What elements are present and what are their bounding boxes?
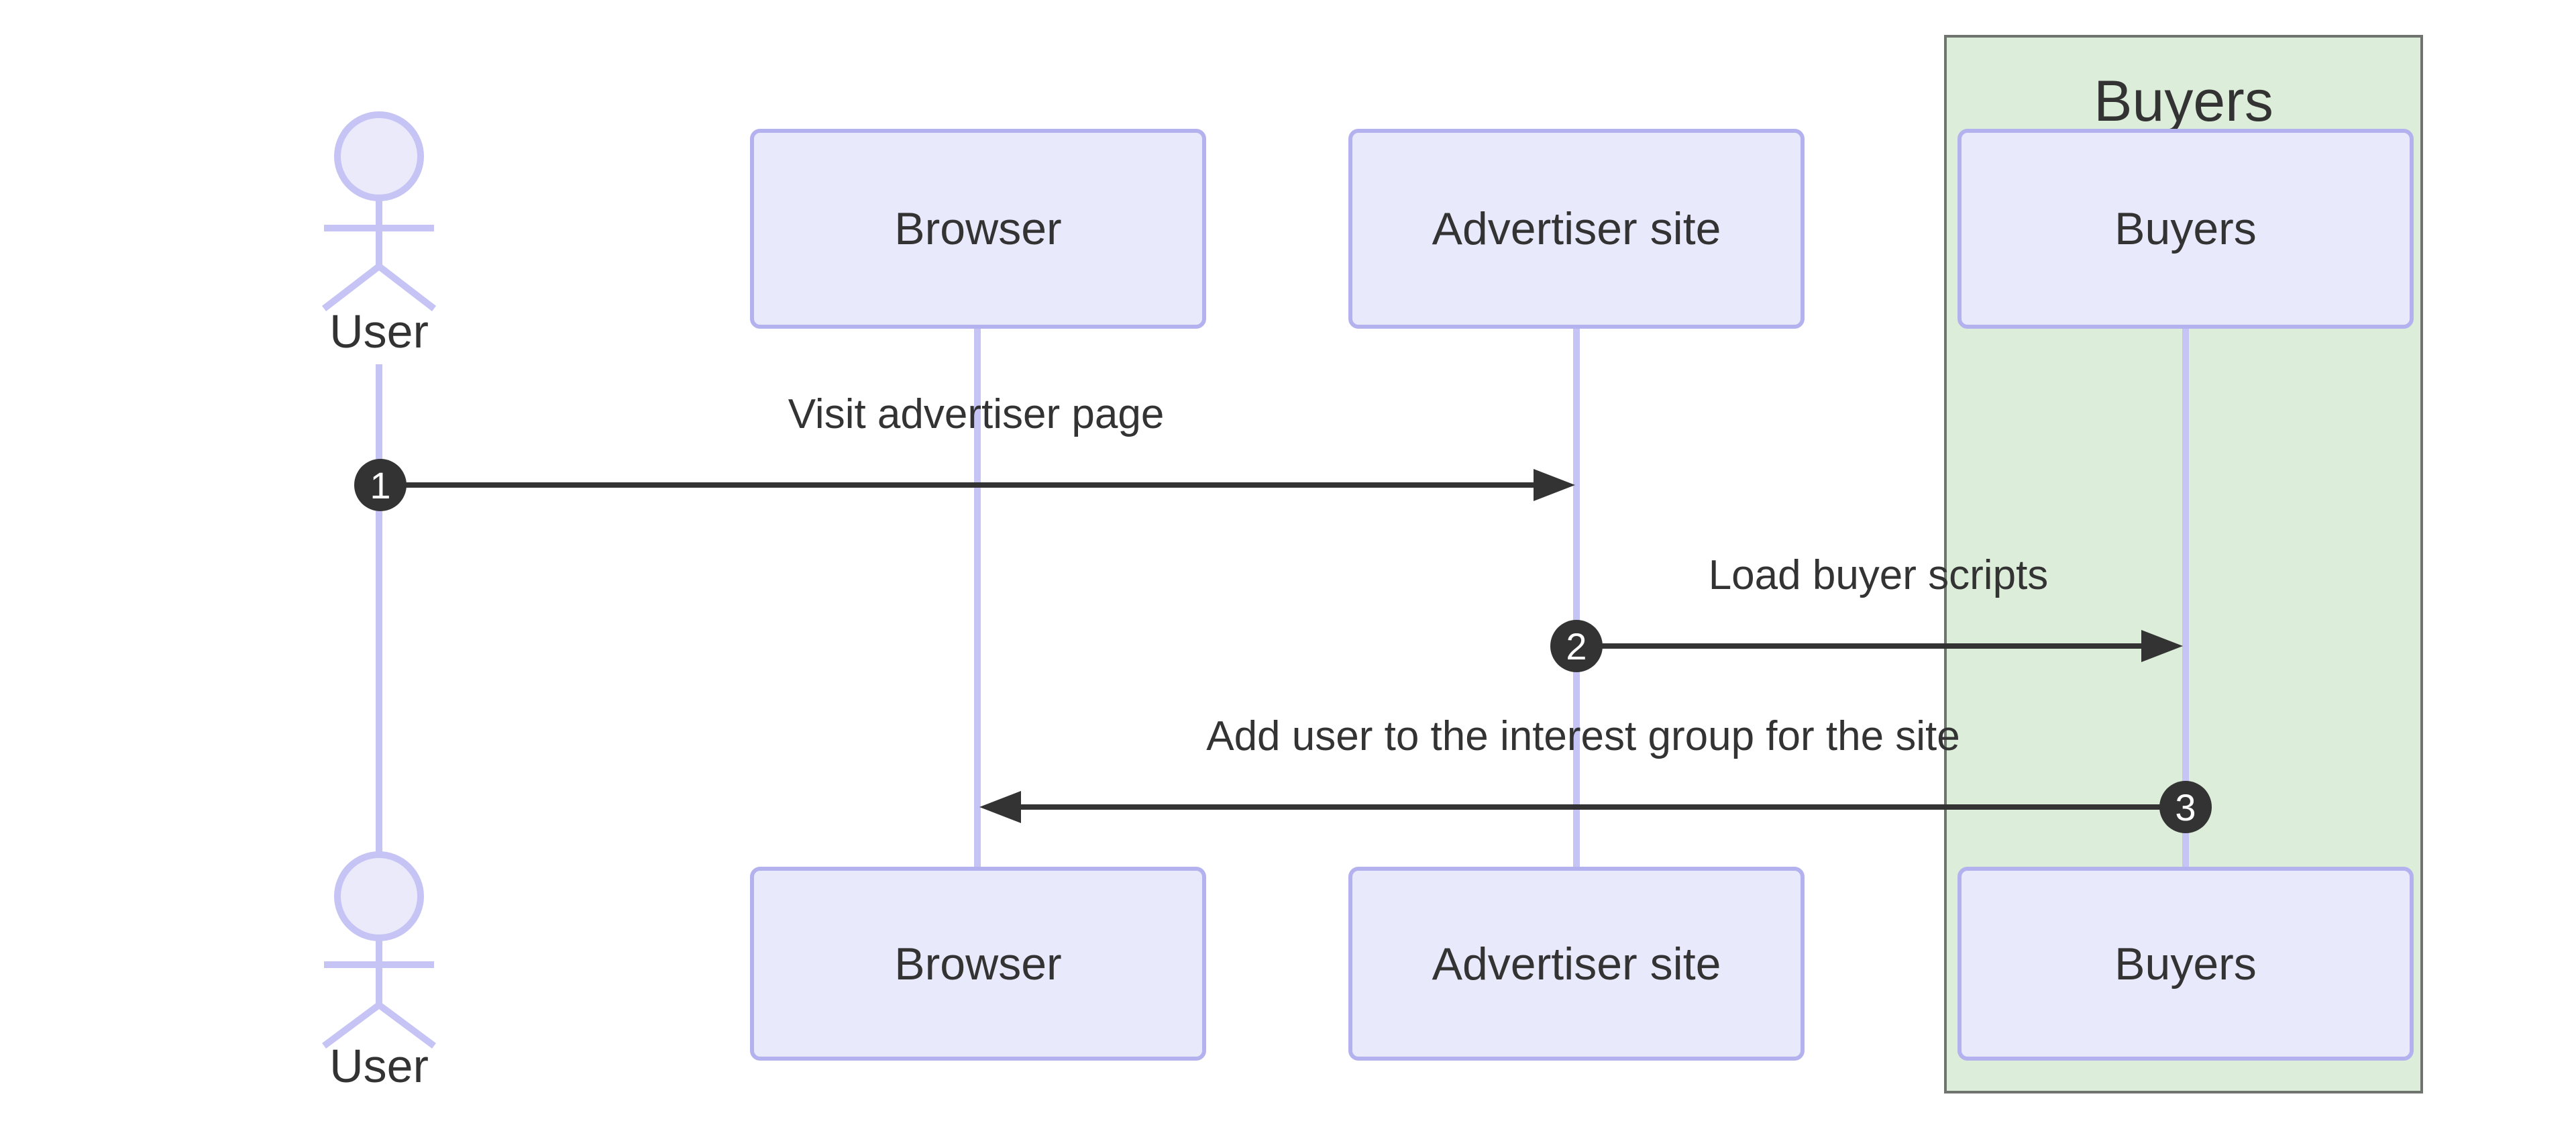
user-lifeline — [376, 364, 382, 852]
advertiser-site-participant-box-bottom: Advertiser site — [1348, 867, 1805, 1061]
browser-participant-label: Browser — [894, 203, 1062, 254]
arrowhead-right-icon — [1534, 469, 1575, 501]
message-3-label: Add user to the interest group for the s… — [1206, 713, 1960, 759]
browser-participant-box-top: Browser — [750, 129, 1206, 329]
message-1-label: Visit advertiser page — [788, 391, 1165, 437]
buyers-participant-box-top: Buyers — [1957, 129, 2414, 329]
message-3-arrow-line — [1021, 804, 2186, 810]
advertiser-site-participant-box-top: Advertiser site — [1348, 129, 1805, 329]
message-2-sequence-number: 2 — [1566, 625, 1587, 667]
message-3-sequence-number: 3 — [2175, 786, 2196, 828]
user-actor-icon — [321, 111, 437, 311]
message-1-sequence-badge: 1 — [354, 459, 407, 511]
user-actor-icon — [322, 851, 436, 1049]
message-2-arrow-line — [1576, 643, 2143, 649]
browser-lifeline — [974, 327, 981, 868]
advertiser-site-lifeline — [1573, 327, 1580, 868]
message-3-sequence-badge: 3 — [2159, 781, 2212, 833]
buyers-group-title: Buyers — [2094, 69, 2273, 133]
user-actor-label-top: User — [329, 305, 429, 358]
advertiser-site-participant-label: Advertiser site — [1432, 203, 1721, 254]
buyers-participant-label: Buyers — [2114, 938, 2257, 990]
buyers-lifeline — [2182, 327, 2189, 868]
advertiser-site-participant-label: Advertiser site — [1432, 938, 1721, 990]
buyers-participant-box-bottom: Buyers — [1957, 867, 2414, 1061]
message-2-label: Load buyer scripts — [1708, 552, 2049, 598]
message-1-sequence-number: 1 — [370, 464, 391, 506]
arrowhead-left-icon — [979, 791, 1021, 823]
user-actor-label-bottom: User — [329, 1040, 429, 1092]
message-1-arrow-line — [379, 482, 1535, 488]
browser-participant-box-bottom: Browser — [750, 867, 1206, 1061]
message-2-sequence-badge: 2 — [1550, 620, 1603, 672]
arrowhead-right-icon — [2141, 630, 2183, 662]
browser-participant-label: Browser — [894, 938, 1062, 990]
buyers-participant-label: Buyers — [2114, 203, 2257, 254]
